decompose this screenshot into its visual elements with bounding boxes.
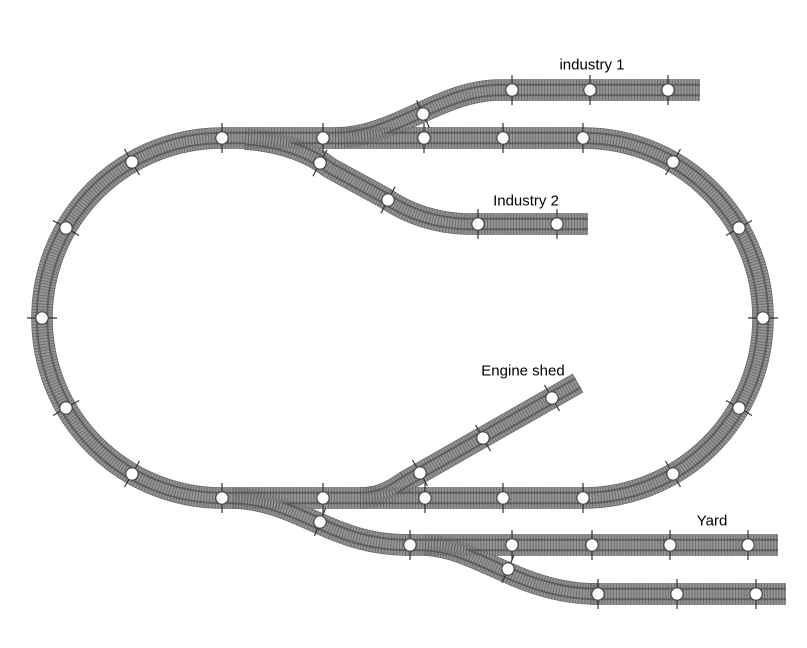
track-engine-shed-spur-layer4 bbox=[359, 373, 584, 509]
track-label-yard: Yard bbox=[696, 512, 728, 530]
track-industry2-siding-layer4 bbox=[244, 128, 588, 235]
track-joint bbox=[670, 587, 684, 601]
track-joint bbox=[476, 431, 490, 445]
track-joint bbox=[545, 391, 559, 405]
track-joint bbox=[666, 155, 680, 169]
track-joint bbox=[313, 515, 327, 529]
track-label-engine-shed: Engine shed bbox=[481, 362, 565, 380]
track-joint bbox=[576, 491, 590, 505]
track-joint bbox=[591, 587, 605, 601]
track-main-oval-layer4 bbox=[31, 127, 774, 509]
track-joint bbox=[505, 83, 519, 97]
track-joint bbox=[59, 401, 73, 415]
track-joint bbox=[413, 466, 427, 480]
track-joint bbox=[316, 131, 330, 145]
track-joint bbox=[316, 491, 330, 505]
track-industry1-siding-layer4 bbox=[334, 79, 700, 149]
track-label-industry-1: industry 1 bbox=[559, 56, 625, 74]
track-main-oval-layer2 bbox=[35, 131, 770, 505]
track-joint bbox=[585, 538, 599, 552]
track-joint bbox=[496, 131, 510, 145]
track-joint bbox=[417, 131, 431, 145]
track-joint bbox=[666, 467, 680, 481]
track-main-oval-layer0 bbox=[31, 127, 774, 509]
track-joint bbox=[550, 217, 564, 231]
track-joint bbox=[59, 221, 73, 235]
track-joint bbox=[381, 193, 395, 207]
track-joint bbox=[576, 131, 590, 145]
track-joint bbox=[215, 491, 229, 505]
track-main-oval-layer3 bbox=[37, 133, 768, 503]
track-joint bbox=[661, 83, 675, 97]
track-joint bbox=[583, 83, 597, 97]
track-joint bbox=[749, 587, 763, 601]
track-joint bbox=[418, 491, 432, 505]
track-joints bbox=[27, 75, 778, 609]
track-joint bbox=[496, 491, 510, 505]
track-label-industry-2: Industry 2 bbox=[493, 192, 559, 210]
track-joint bbox=[471, 217, 485, 231]
track-joint bbox=[756, 311, 770, 325]
track-main-oval-layer1 bbox=[31, 128, 774, 508]
track-joint bbox=[501, 562, 515, 576]
track-joint bbox=[125, 155, 139, 169]
track-joint bbox=[125, 467, 139, 481]
track-joint bbox=[732, 401, 746, 415]
track-joint bbox=[416, 107, 430, 121]
track-joint bbox=[741, 538, 755, 552]
track-joint bbox=[732, 221, 746, 235]
track-industry2-siding-layer3 bbox=[244, 134, 588, 229]
track-joint bbox=[403, 538, 417, 552]
track-joint bbox=[35, 311, 49, 325]
track-joint bbox=[505, 538, 519, 552]
track-joint bbox=[663, 538, 677, 552]
track-joint bbox=[215, 131, 229, 145]
track-joint bbox=[313, 156, 327, 170]
